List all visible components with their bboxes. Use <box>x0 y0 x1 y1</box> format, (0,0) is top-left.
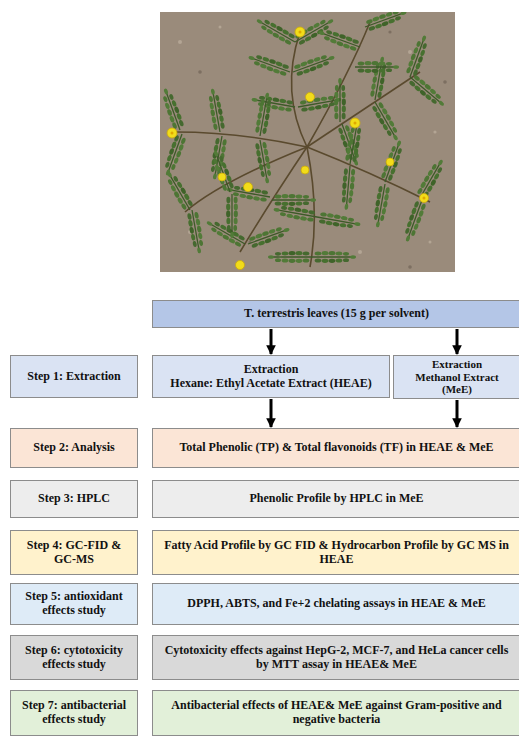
flow-arrow <box>456 329 459 354</box>
node-text: Cytotoxicity effects against HepG-2, MCF… <box>158 644 515 672</box>
top-box: T. terrestris leaves (15 g per solvent) <box>152 300 519 328</box>
plant-photo <box>160 12 455 272</box>
node-text: Step 2: Analysis <box>33 441 114 455</box>
step-label: Step 3: HPLC <box>10 480 138 518</box>
node-text: Step 7: antibacterial effects study <box>16 699 132 727</box>
step-label: Step 5: antioxidant effects study <box>10 583 138 625</box>
process-box: Total Phenolic (TP) & Total flavonoids (… <box>152 428 519 468</box>
process-box: Phenolic Profile by HPLC in MeE <box>152 480 519 518</box>
node-text: Step 5: antioxidant effects study <box>16 590 132 618</box>
node-text: Step 6: cytotoxicity effects study <box>16 644 132 672</box>
node-text: Extraction <box>432 358 482 371</box>
process-box: Cytotoxicity effects against HepG-2, MCF… <box>152 635 519 680</box>
step-label: Step 4: GC-FID & GC-MS <box>10 530 138 575</box>
node-text: Step 1: Extraction <box>27 370 120 384</box>
node-text: Step 3: HPLC <box>38 492 110 506</box>
process-box: ExtractionHexane: Ethyl Acetate Extract … <box>152 355 390 398</box>
node-text: Hexane: Ethyl Acetate Extract (HEAE) <box>170 377 371 391</box>
flow-arrow <box>456 400 459 427</box>
node-text: Step 4: GC-FID & GC-MS <box>16 539 132 567</box>
step-label: Step 7: antibacterial effects study <box>10 690 138 736</box>
step-label: Step 1: Extraction <box>10 355 138 398</box>
process-box: Antibacterial effects of HEAE& MeE again… <box>152 690 519 736</box>
process-box: ExtractionMethanol Extract (MeE) <box>393 355 519 399</box>
step-label: Step 6: cytotoxicity effects study <box>10 635 138 680</box>
flow-arrow <box>270 329 273 354</box>
node-text: Antibacterial effects of HEAE& MeE again… <box>158 699 515 727</box>
node-text: Total Phenolic (TP) & Total flavonoids (… <box>179 441 493 455</box>
node-text: T. terrestris leaves (15 g per solvent) <box>244 307 429 321</box>
step-label: Step 2: Analysis <box>10 428 138 468</box>
flow-arrow <box>270 399 273 427</box>
node-text: Fatty Acid Profile by GC FID & Hydrocarb… <box>158 539 515 567</box>
node-text: DPPH, ABTS, and Fe+2 chelating assays in… <box>187 597 486 611</box>
process-box: Fatty Acid Profile by GC FID & Hydrocarb… <box>152 530 519 575</box>
node-text: Methanol Extract (MeE) <box>399 371 515 396</box>
node-text: Phenolic Profile by HPLC in MeE <box>249 492 423 506</box>
node-text: Extraction <box>244 363 299 377</box>
process-box: DPPH, ABTS, and Fe+2 chelating assays in… <box>152 583 519 625</box>
